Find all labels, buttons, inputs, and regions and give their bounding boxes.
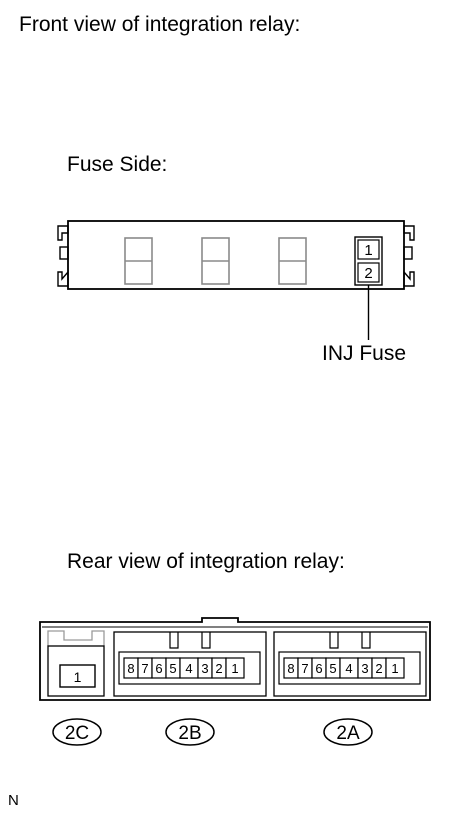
connector-2a-keys (329, 632, 371, 649)
left-clip-top (57, 225, 69, 241)
left-clip-bottom (57, 270, 69, 287)
connector-2a-pin-3: 3 (361, 661, 368, 676)
corner-mark: N (8, 792, 19, 809)
connector-2a-pin-8: 8 (287, 661, 294, 676)
connector-2c-latch (47, 630, 105, 646)
inj-fuse-terminal-1: 1 (364, 242, 372, 259)
fuse-slot-2 (201, 237, 230, 285)
rear-housing-outline (39, 617, 431, 701)
connector-2c-pin-box (59, 664, 96, 688)
connector-2b-pin-box (225, 657, 245, 679)
connector-2a-id: 2A (336, 723, 360, 744)
right-clip-middle (403, 246, 413, 260)
connector-label-2a: 2A (323, 718, 373, 746)
connector-2b-pin-6: 6 (155, 661, 162, 676)
connector-2c-pin-1: 1 (74, 669, 82, 685)
connector-2c-id: 2C (65, 723, 89, 744)
empty-fuse-slots (124, 237, 307, 285)
connector-2a-pin-frame (278, 651, 421, 685)
connector-2b-pin-4: 4 (185, 661, 192, 676)
connector-2c-housing (47, 645, 105, 697)
left-clip-middle (59, 246, 69, 260)
connector-2a-housing (273, 631, 427, 697)
connector-2a-pin-4: 4 (345, 661, 352, 676)
connector-2b-pin-8: 8 (127, 661, 134, 676)
connector-2a-pin-5: 5 (329, 661, 336, 676)
fuse-block-body (67, 220, 405, 290)
inj-fuse-slot: 1 2 (354, 236, 383, 340)
connector-2a-pin-6: 6 (315, 661, 322, 676)
fuse-side-label: Fuse Side: (67, 153, 168, 176)
inj-fuse-terminal-2-box (357, 262, 380, 283)
connector-2b-pin-1: 1 (231, 661, 238, 676)
fuse-slot-1 (124, 237, 153, 285)
inj-fuse-terminal-1-box (357, 239, 380, 260)
connector-2b-keys (169, 632, 211, 649)
rear-view-title: Rear view of integration relay: (67, 550, 345, 573)
connector-2b-pin-7: 7 (141, 661, 148, 676)
right-clip-bottom (403, 270, 415, 287)
connector-label-2b: 2B (165, 718, 215, 746)
connector-2b-housing (113, 631, 267, 697)
connector-2b-pin-2: 2 (215, 661, 222, 676)
connector-2a-pin-box (385, 657, 405, 679)
fuse-block (57, 220, 415, 290)
connector-label-2c: 2C (52, 718, 102, 746)
front-view-title: Front view of integration relay: (19, 13, 301, 36)
connector-2a-pin-7: 7 (301, 661, 308, 676)
inj-fuse-label: INJ Fuse (322, 342, 407, 365)
rear-housing (39, 617, 431, 701)
connector-2a-pin-2: 2 (375, 661, 382, 676)
connector-2b-pin-3: 3 (201, 661, 208, 676)
connector-2c: 1 (47, 630, 105, 697)
inj-fuse-terminal-2: 2 (364, 265, 372, 282)
connector-2a-pin-1: 1 (391, 661, 398, 676)
connector-2b-pin-5: 5 (169, 661, 176, 676)
right-clip-top (403, 225, 415, 241)
fuse-slot-3 (278, 237, 307, 285)
connector-2b-pin-frame (118, 651, 261, 685)
connector-2b-id: 2B (178, 723, 201, 744)
